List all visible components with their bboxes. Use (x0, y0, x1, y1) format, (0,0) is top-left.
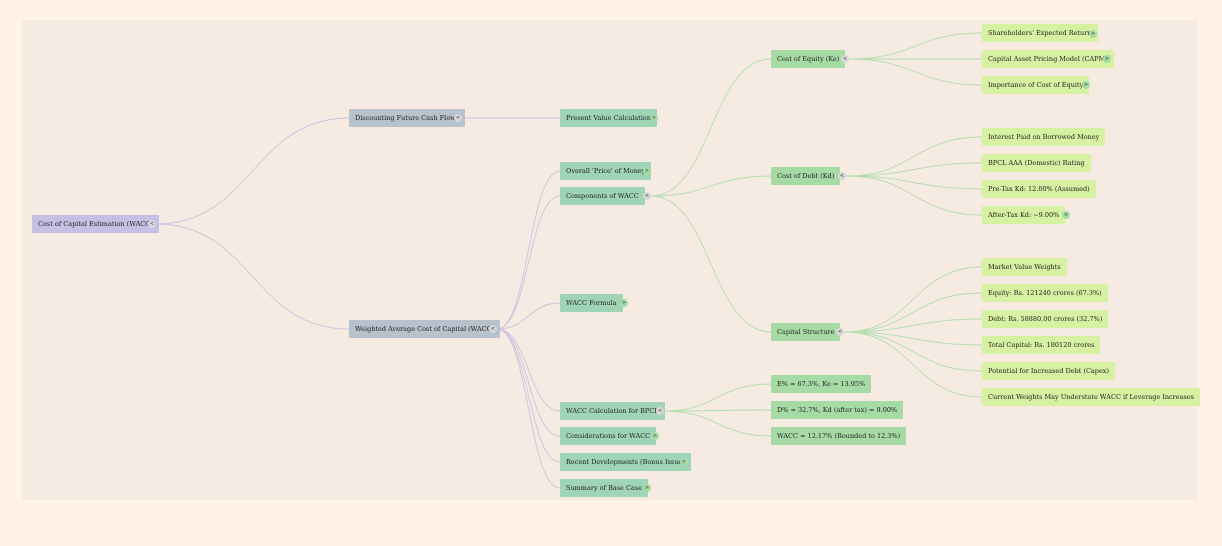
node-debt-child[interactable]: After-Tax Kd: ~9.00% (982, 206, 1066, 224)
node-components[interactable]: Components of WACC (560, 187, 645, 205)
node-recent[interactable]: Recent Developments (Bonus Issue) (560, 453, 691, 471)
node-structure-child[interactable]: Debt: Rs. 58880.00 crores (32.7%) (982, 310, 1109, 328)
chevron-left-icon[interactable]: < (454, 114, 462, 122)
node-equity-child[interactable]: Shareholders' Expected Return (982, 24, 1098, 42)
node-calc-equity[interactable]: E% ≈ 67.3%, Ke ≈ 13.95% (771, 375, 872, 393)
node-summary[interactable]: Summary of Base Case (560, 479, 649, 497)
node-present-value[interactable]: Present Value Calculation (560, 109, 658, 127)
chevron-right-icon[interactable]: > (620, 299, 628, 307)
node-capital-structure[interactable]: Capital Structure (771, 323, 841, 341)
node-structure-child[interactable]: Total Capital: Rs. 180120 crores (982, 336, 1101, 354)
node-formula[interactable]: WACC Formula (560, 294, 623, 312)
node-discounting[interactable]: Discounting Future Cash Flows (349, 109, 466, 127)
node-wacc[interactable]: Weighted Average Cost of Capital (WACC) (349, 320, 501, 338)
node-structure-child[interactable]: Equity: Rs. 121240 crores (67.3%) (982, 284, 1108, 302)
node-overall-price[interactable]: Overall 'Price' of Money (560, 162, 652, 180)
chevron-left-icon[interactable]: < (836, 328, 844, 336)
node-structure-child[interactable]: Current Weights May Understate WACC if L… (982, 388, 1201, 406)
node-debt-child[interactable]: BPCL AAA (Domestic) Rating (982, 154, 1091, 172)
chevron-left-icon[interactable]: < (489, 325, 497, 333)
node-calculation[interactable]: WACC Calculation for BPCL (560, 402, 665, 420)
node-structure-child[interactable]: Potential for Increased Debt (Capex) (982, 362, 1115, 380)
chevron-right-icon[interactable]: > (650, 114, 658, 122)
node-debt-child[interactable]: Interest Paid on Borrowed Money (982, 128, 1106, 146)
node-cost-of-equity[interactable]: Cost of Equity (Ke) (771, 50, 846, 68)
chevron-right-icon[interactable]: > (643, 167, 651, 175)
chevron-right-icon[interactable]: > (643, 484, 651, 492)
chevron-right-icon[interactable]: > (1062, 211, 1070, 219)
chevron-left-icon[interactable]: < (643, 192, 651, 200)
node-calc-debt[interactable]: D% ≈ 32.7%, Kd (after tax) ≈ 9.00% (771, 401, 904, 419)
node-structure-child[interactable]: Market Value Weights (982, 258, 1067, 276)
chevron-right-icon[interactable]: > (1103, 55, 1111, 63)
node-equity-child[interactable]: Importance of Cost of Equity (982, 76, 1090, 94)
chevron-right-icon[interactable]: > (680, 458, 688, 466)
chevron-right-icon[interactable]: > (651, 432, 659, 440)
chevron-right-icon[interactable]: > (1082, 81, 1090, 89)
chevron-left-icon[interactable]: < (148, 220, 156, 228)
chevron-right-icon[interactable]: > (1089, 30, 1097, 38)
chevron-left-icon[interactable]: < (656, 407, 664, 415)
node-root[interactable]: Cost of Capital Estimation (WACC) (32, 215, 159, 233)
node-debt-child[interactable]: Pre-Tax Kd: 12.00% (Assumed) (982, 180, 1096, 198)
node-cost-of-debt[interactable]: Cost of Debt (Kd) (771, 167, 841, 185)
node-equity-child[interactable]: Capital Asset Pricing Model (CAPM) (982, 50, 1114, 68)
chevron-left-icon[interactable]: < (841, 55, 849, 63)
node-calc-wacc[interactable]: WACC ≈ 12.17% (Rounded to 12.3%) (771, 427, 907, 445)
node-considerations[interactable]: Considerations for WACC (560, 427, 657, 445)
chevron-left-icon[interactable]: < (838, 172, 846, 180)
